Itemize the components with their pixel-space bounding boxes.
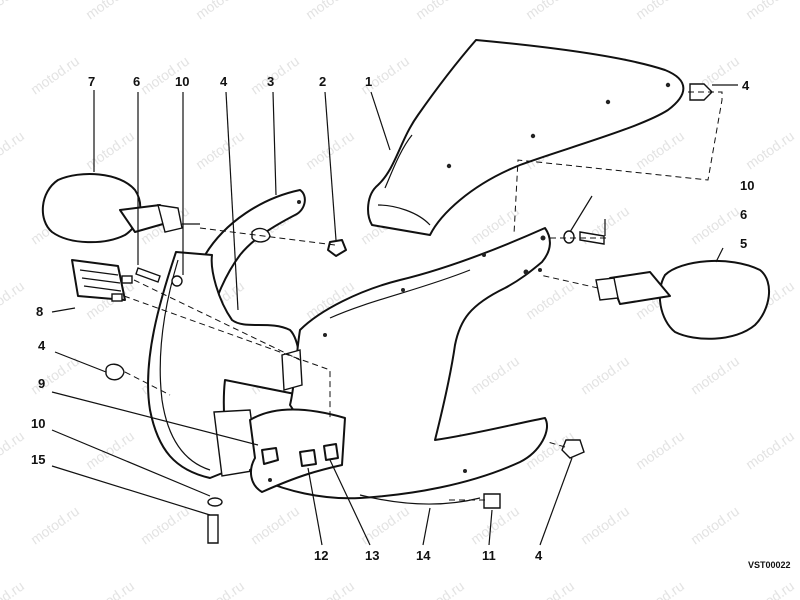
watermark-text: motod.ru xyxy=(413,578,467,600)
watermark-text: motod.ru xyxy=(193,128,247,173)
watermark-text: motod.ru xyxy=(0,0,27,22)
callout-13: 13 xyxy=(365,548,379,563)
callout-10: 10 xyxy=(31,416,45,431)
lower-inner-panel xyxy=(249,408,346,493)
callout-15: 15 xyxy=(31,452,45,467)
assembly-lines xyxy=(123,91,723,501)
watermark-text: motod.ru xyxy=(0,428,27,473)
watermark-text: motod.ru xyxy=(633,0,687,22)
watermark-text: motod.ru xyxy=(523,578,577,600)
watermark-text: motod.ru xyxy=(248,53,302,98)
watermark-text: motod.ru xyxy=(138,503,192,548)
watermark-text: motod.ru xyxy=(83,128,137,173)
leader-lines xyxy=(51,84,738,546)
watermark-text: motod.ru xyxy=(743,428,797,473)
callout-6: 6 xyxy=(133,74,140,89)
callout-11: 11 xyxy=(482,548,496,563)
callout-labels: 7 6 10 4 3 2 1 4 10 6 5 8 4 9 10 15 12 1… xyxy=(31,74,791,570)
callout-5: 5 xyxy=(740,236,747,251)
callout-4: 4 xyxy=(535,548,543,563)
watermark-text: motod.ru xyxy=(633,578,687,600)
callout-4: 4 xyxy=(220,74,228,89)
callout-10: 10 xyxy=(175,74,189,89)
watermark-text: motod.ru xyxy=(688,353,742,398)
callout-2: 2 xyxy=(319,74,326,89)
watermark-text: motod.ru xyxy=(83,428,137,473)
callout-10: 10 xyxy=(740,178,754,193)
callout-1: 1 xyxy=(365,74,372,89)
callout-4: 4 xyxy=(38,338,46,353)
watermark-text: motod.ru xyxy=(83,578,137,600)
watermark-text: motod.ru xyxy=(193,0,247,22)
left-fairing-body xyxy=(147,251,302,479)
watermark-text: motod.ru xyxy=(743,0,797,22)
watermark-text: motod.ru xyxy=(303,578,357,600)
callout-6: 6 xyxy=(740,207,747,222)
watermark-text: motod.ru xyxy=(28,503,82,548)
watermark-text: motod.ru xyxy=(413,0,467,22)
vent-grille xyxy=(71,259,133,302)
callout-12: 12 xyxy=(314,548,328,563)
watermark-text: motod.ru xyxy=(523,0,577,22)
watermark-text: motod.ru xyxy=(468,353,522,398)
watermark-text: motod.ru xyxy=(0,578,27,600)
callout-3: 3 xyxy=(267,74,274,89)
watermark-text: motod.ru xyxy=(633,428,687,473)
watermark-text: motod.ru xyxy=(688,203,742,248)
watermark-text: motod.ru xyxy=(688,503,742,548)
figure-code: VST00022 xyxy=(748,560,791,570)
watermark-text: motod.ru xyxy=(83,0,137,22)
watermark-text: motod.ru xyxy=(523,278,577,323)
callout-9: 9 xyxy=(38,376,45,391)
watermark-text: motod.ru xyxy=(248,503,302,548)
callout-7: 7 xyxy=(88,74,95,89)
watermark-text: motod.ru xyxy=(743,578,797,600)
watermark-text: motod.ru xyxy=(633,128,687,173)
fasteners xyxy=(105,83,713,544)
watermark-text: motod.ru xyxy=(0,278,27,323)
watermark-text: motod.ru xyxy=(0,128,27,173)
watermark-text: motod.ru xyxy=(578,503,632,548)
callout-4: 4 xyxy=(742,78,750,93)
windscreen xyxy=(367,39,685,236)
watermark-text: motod.ru xyxy=(578,353,632,398)
watermark-text: motod.ru xyxy=(743,128,797,173)
callout-8: 8 xyxy=(36,304,43,319)
watermark-text: motod.ru xyxy=(28,53,82,98)
right-mirror xyxy=(595,260,771,340)
watermark-text: motod.ru xyxy=(303,0,357,22)
watermark-text: motod.ru xyxy=(193,578,247,600)
left-mirror xyxy=(41,173,200,244)
watermark-text: motod.ru xyxy=(468,503,522,548)
watermark-text: motod.ru xyxy=(358,503,412,548)
callout-14: 14 xyxy=(416,548,431,563)
